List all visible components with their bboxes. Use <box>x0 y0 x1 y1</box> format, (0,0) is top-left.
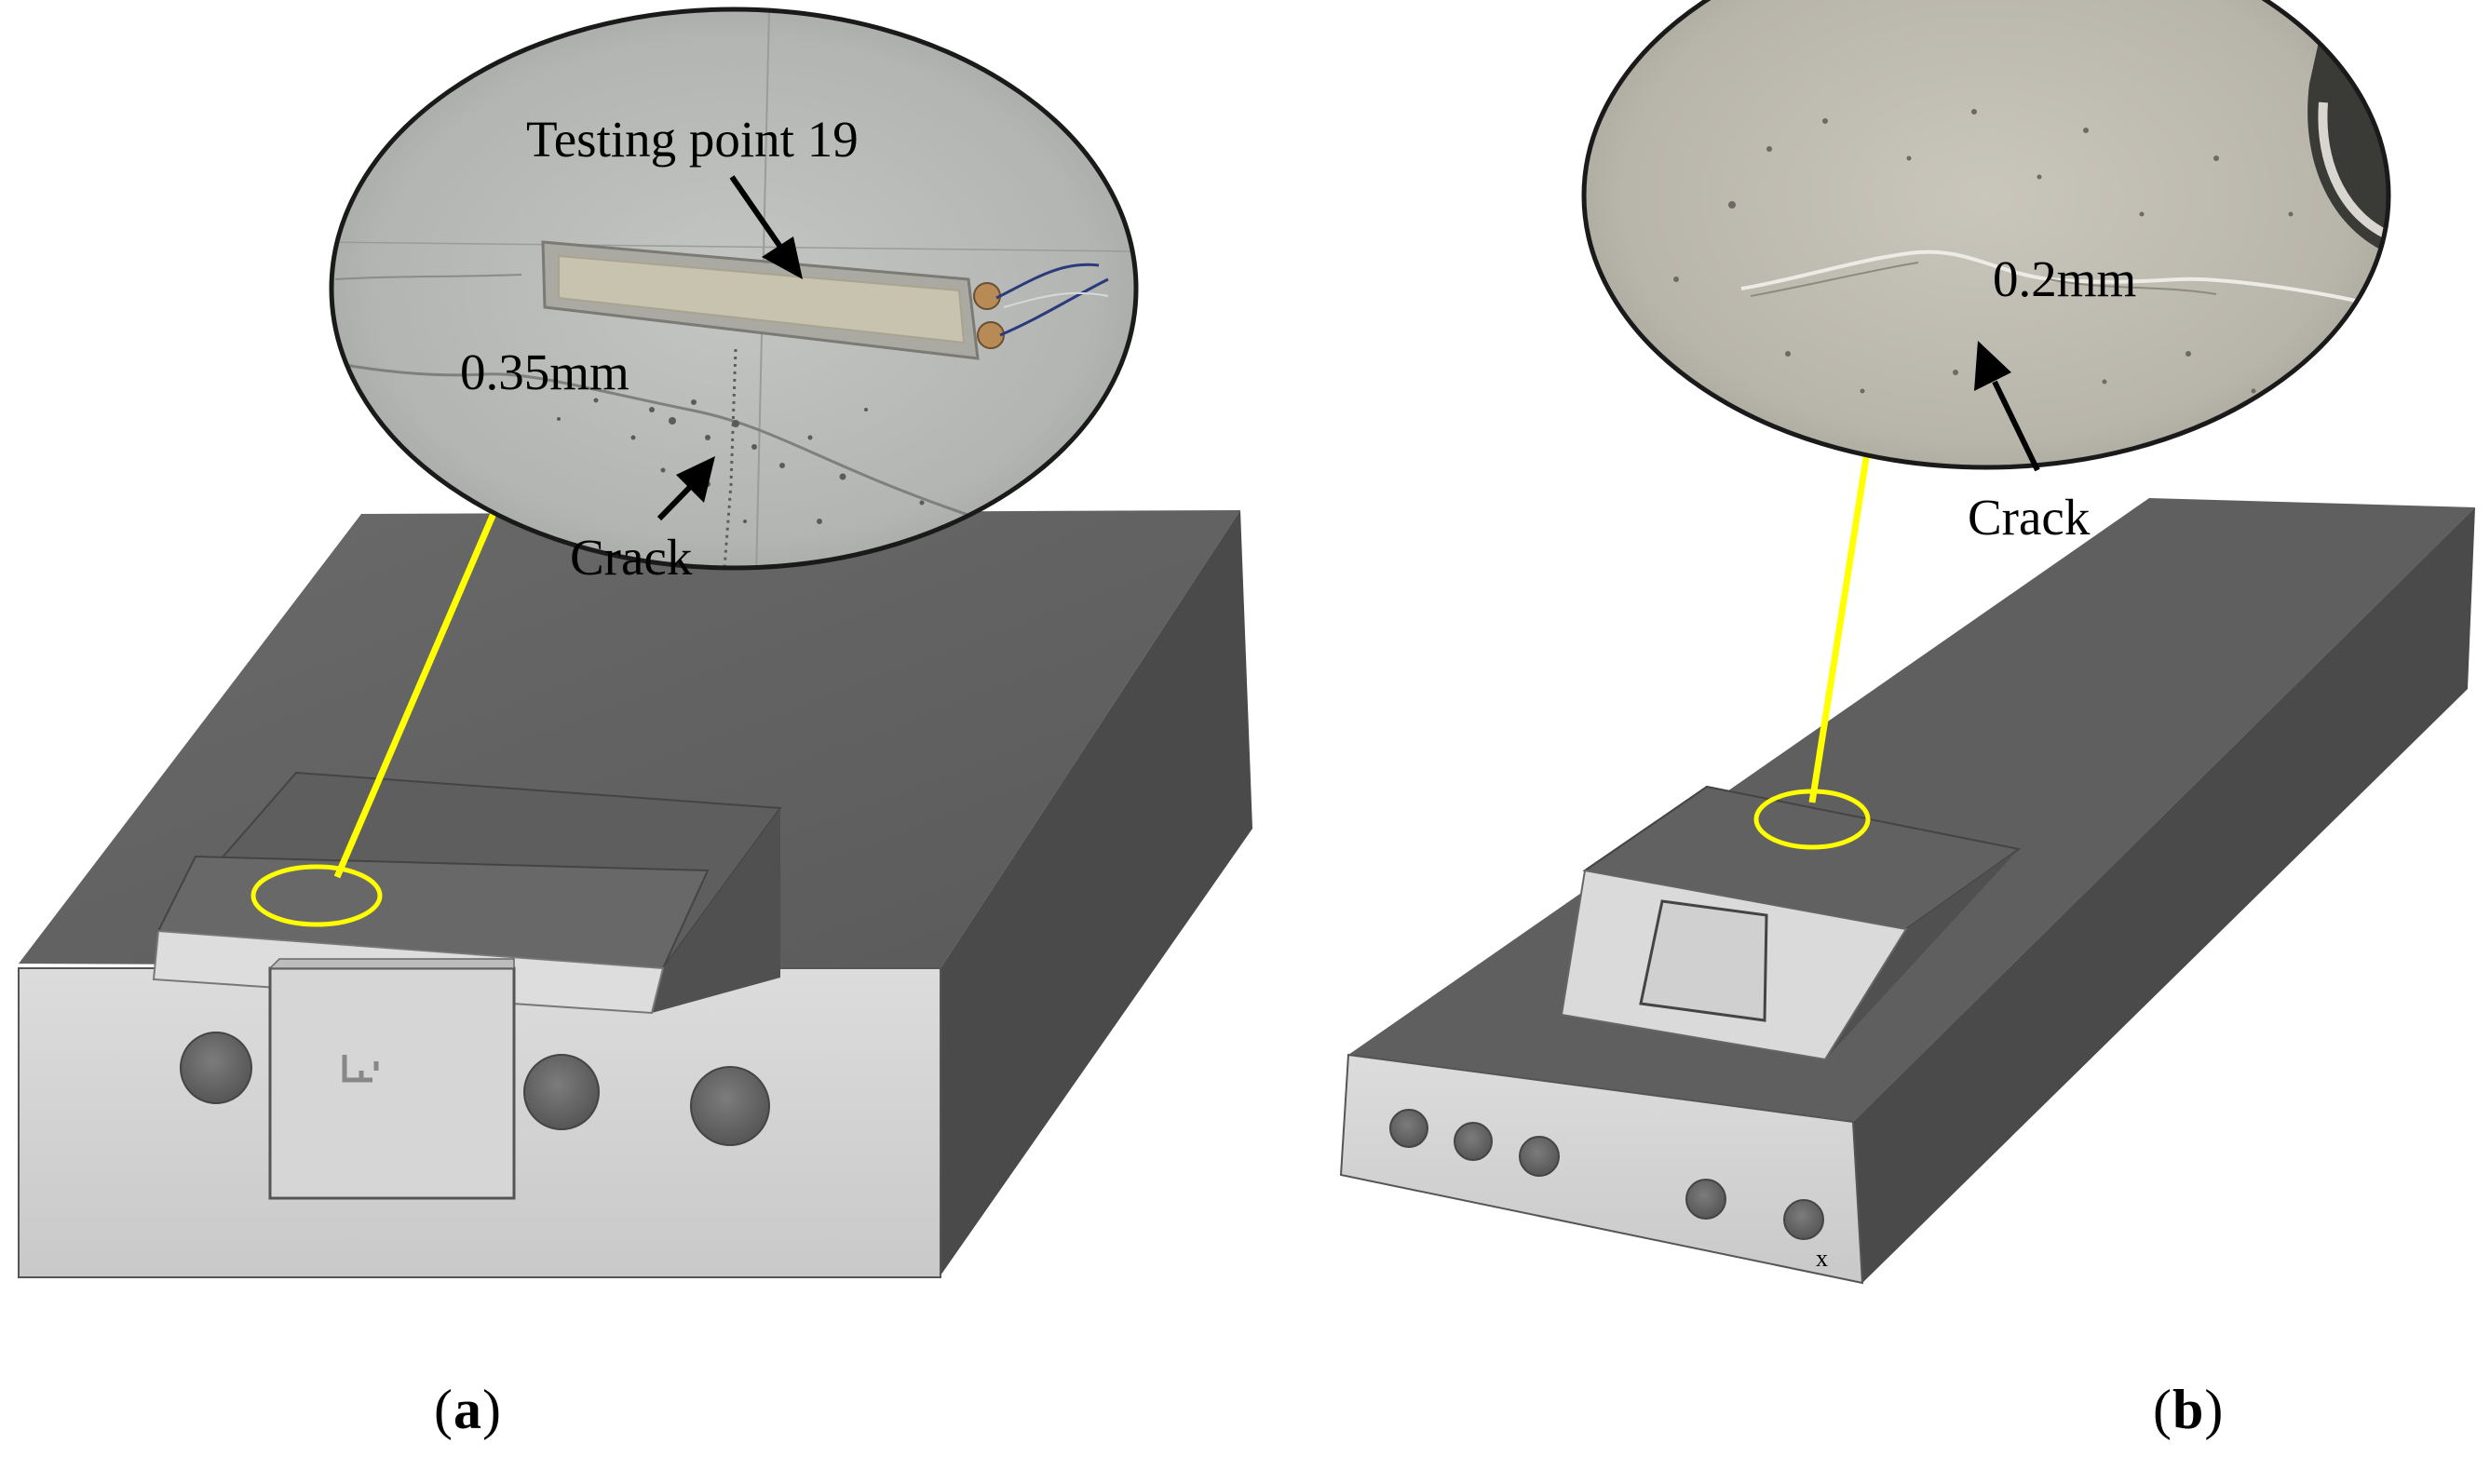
caption-a: (a) <box>434 1379 502 1440</box>
model-b-square-window <box>1639 899 1768 1022</box>
model-b-hole <box>1454 1122 1493 1161</box>
label-crack-b: Crack <box>1968 489 2091 546</box>
model-a-hole <box>180 1032 252 1104</box>
model-a-hole <box>523 1054 600 1130</box>
model-a-square-plate-edge <box>268 958 515 969</box>
model-b-front-face <box>1339 1053 1864 1285</box>
model-b-side-face <box>1853 507 2475 1283</box>
model-a-block-side <box>652 808 780 1013</box>
label-crack-a: Crack <box>570 529 693 586</box>
label-testing-point: Testing point 19 <box>526 111 859 168</box>
arrow-testing-point <box>729 175 785 251</box>
model-a-hole <box>690 1066 770 1146</box>
arrow-crack-b <box>1992 380 2040 472</box>
axis-letter-x: x <box>1816 1245 1828 1272</box>
panel-b-zoom-photo: 0.2mm Crack <box>1581 0 2391 546</box>
model-b-hole <box>1519 1136 1560 1177</box>
model-b-hole <box>1685 1179 1726 1220</box>
model-a-plate-mark <box>342 1055 379 1083</box>
model-b-pedestal-side <box>1825 849 2019 1059</box>
caption-b-letter: b <box>2172 1379 2205 1440</box>
panel-a-zoom-photo: Testing point 19 0.35mm Crack <box>329 7 1139 586</box>
model-a-side-face <box>941 510 1252 1275</box>
panel-b-model: x <box>1339 337 2475 1285</box>
label-crack-width-a: 0.35mm <box>460 344 629 400</box>
panel-a-model <box>18 397 1252 1278</box>
model-a-square-plate <box>268 966 516 1200</box>
model-b-hole <box>1783 1199 1824 1240</box>
model-b-hole <box>1389 1109 1428 1148</box>
caption-b: (b) <box>2153 1379 2225 1440</box>
indicator-circle-a <box>250 864 383 927</box>
label-crack-width-b: 0.2mm <box>1993 250 2136 307</box>
caption-a-letter: a <box>453 1379 482 1440</box>
arrow-crack-a <box>656 479 697 521</box>
crack-line-a <box>344 363 988 523</box>
